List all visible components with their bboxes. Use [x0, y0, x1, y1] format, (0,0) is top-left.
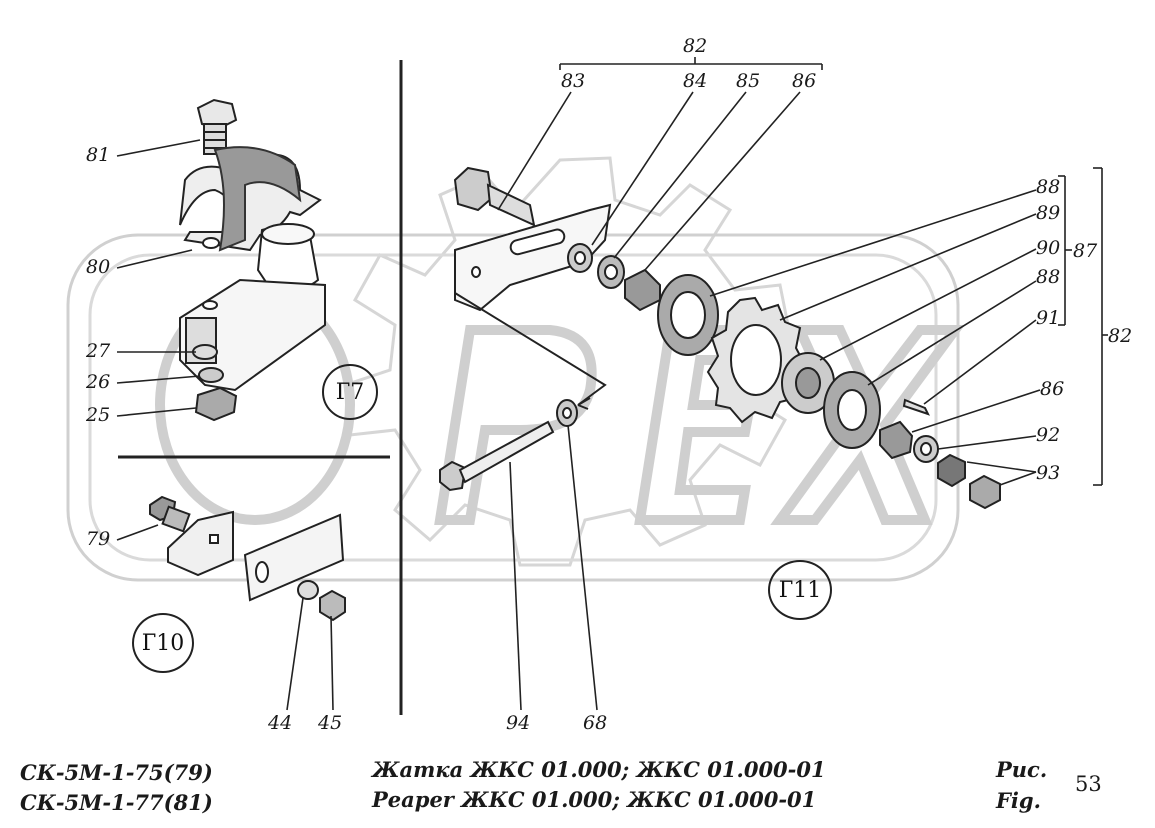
- model-code-2: СК-5М-1-77(81): [20, 790, 213, 815]
- callout-68: 68: [583, 712, 608, 734]
- view-label-g7: Г7: [322, 364, 378, 420]
- callout-79: 79: [86, 528, 111, 550]
- callout-94: 94: [506, 712, 531, 734]
- nut-45: [319, 589, 346, 622]
- washer-27: [192, 344, 218, 360]
- bushing-86: [624, 268, 661, 312]
- nut-93-a: [937, 453, 966, 488]
- callout-85: 85: [736, 70, 761, 92]
- washer-26: [198, 367, 224, 383]
- bolt-79: [149, 495, 191, 533]
- figure-number: 53: [1075, 772, 1102, 796]
- pin-91: [902, 398, 930, 416]
- callout-84: 84: [683, 70, 708, 92]
- leader-lines: [116, 57, 1108, 711]
- view-g10-parts: [149, 495, 346, 622]
- view-label-g10: Г10: [132, 613, 194, 673]
- callout-82-top: 82: [683, 35, 708, 57]
- callout-91: 91: [1036, 307, 1061, 329]
- callout-82-right: 82: [1108, 325, 1133, 347]
- callout-89: 89: [1036, 202, 1061, 224]
- model-code-1: СК-5М-1-75(79): [20, 760, 213, 785]
- tube: [256, 223, 320, 292]
- angle-plate: [167, 510, 234, 577]
- callout-83: 83: [561, 70, 586, 92]
- washer-44: [297, 580, 319, 600]
- assembly-title-en: Реарer ЖКС 01.000; ЖКС 01.000-01: [372, 787, 817, 812]
- figure-label-en: Fig.: [996, 788, 1041, 813]
- callout-88-a: 88: [1036, 176, 1061, 198]
- callout-44: 44: [268, 712, 293, 734]
- callout-93: 93: [1036, 462, 1061, 484]
- view-g7-parts: [179, 98, 326, 422]
- nut-93-b: [969, 474, 1001, 510]
- strip-plate: [243, 513, 345, 602]
- bolt-83: [453, 166, 536, 227]
- callout-86-top: 86: [792, 70, 817, 92]
- callout-88-b: 88: [1036, 266, 1061, 288]
- callout-27: 27: [86, 340, 111, 362]
- callout-45: 45: [318, 712, 343, 734]
- figure-label-ru: Рис.: [996, 757, 1048, 782]
- callout-86-b: 86: [1040, 378, 1065, 400]
- callout-81: 81: [86, 144, 111, 166]
- bolt-94: [439, 420, 555, 492]
- sprocket-89: [706, 296, 807, 424]
- callout-90: 90: [1036, 237, 1061, 259]
- bushing-86-b: [879, 420, 914, 460]
- view-g11-parts: [439, 166, 1001, 510]
- callout-25: 25: [86, 404, 111, 426]
- assembly-title-ru: Жатка ЖКС 01.000; ЖКС 01.000-01: [372, 757, 826, 782]
- callout-92: 92: [1036, 424, 1061, 446]
- callout-80: 80: [86, 256, 111, 278]
- view-label-g11: Г11: [768, 560, 832, 620]
- callout-26: 26: [86, 371, 111, 393]
- callout-87: 87: [1073, 240, 1098, 262]
- view-separators: [118, 60, 403, 715]
- nut-25: [194, 386, 238, 422]
- bolt-81: [196, 98, 238, 155]
- bracket: [179, 278, 326, 392]
